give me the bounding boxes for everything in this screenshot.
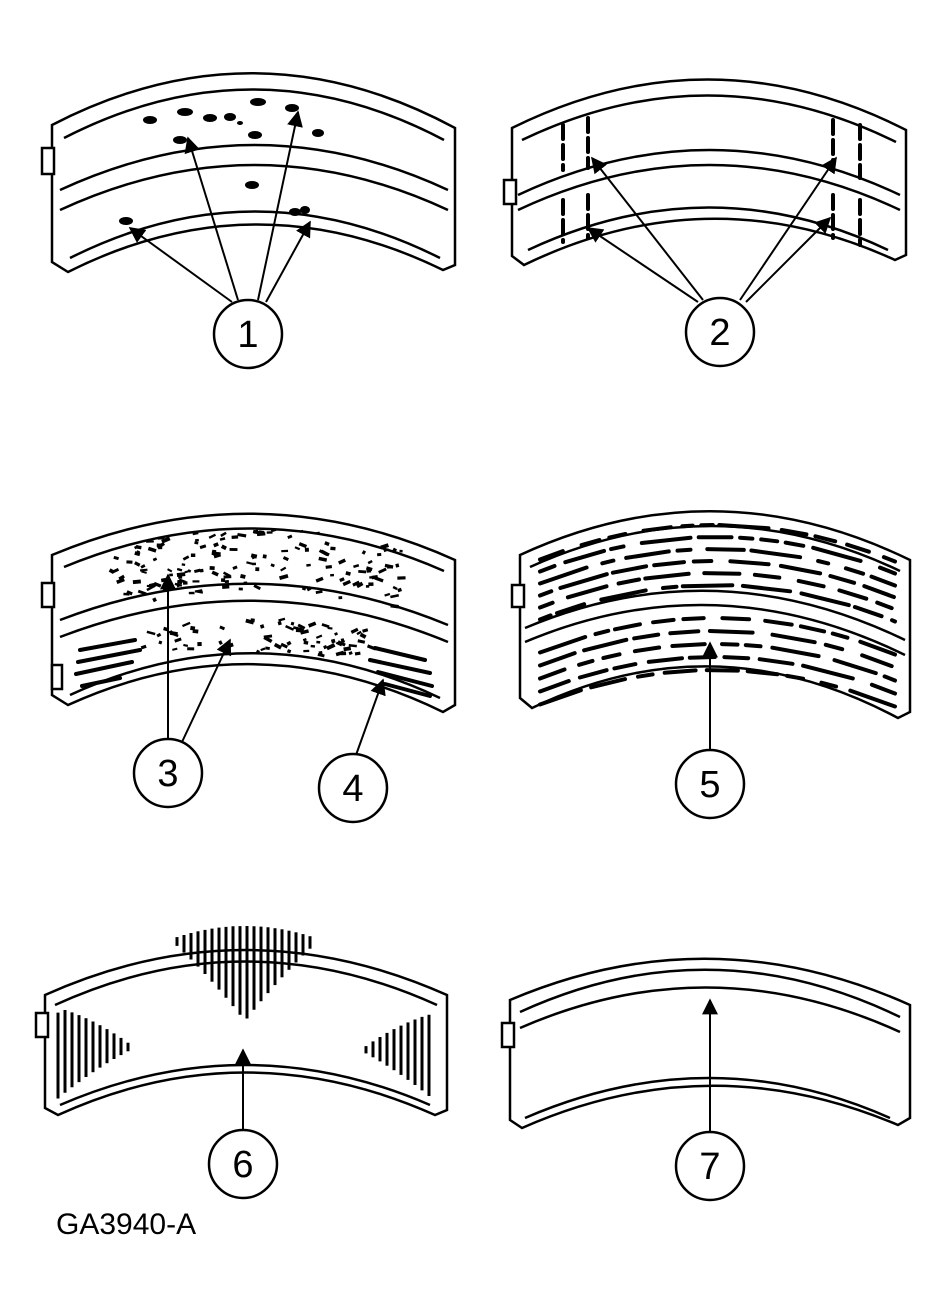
bearing-3-4-arrows (160, 573, 386, 756)
bearing-7-tab (500, 1021, 516, 1049)
bearing-2-groove (517, 148, 901, 212)
svg-text:6: 6 (232, 1144, 253, 1186)
bearing-2 (502, 78, 908, 267)
svg-text:4: 4 (342, 768, 363, 810)
bearing-2-top-edge (521, 94, 897, 144)
callout-4: 4 (317, 752, 389, 824)
bearing-2-lower-edge (527, 206, 889, 252)
bearing-1-top-edge (63, 88, 445, 142)
bearing-1-arrows (128, 110, 311, 303)
bearing-1-groove (59, 143, 449, 212)
bearing-3-4 (40, 512, 457, 714)
bearing-1-pits (119, 98, 324, 225)
bearing-1 (40, 72, 457, 274)
bearing-3-top-edge (63, 527, 445, 573)
bearing-2-arrows (586, 156, 837, 303)
bearing-7 (500, 957, 912, 1130)
bearing-5-wipe-marks (538, 523, 897, 709)
callout-1: 1 (212, 298, 284, 370)
bearing-6 (34, 948, 449, 1117)
bearing-6-wear-pattern (56, 926, 431, 1099)
bearing-5-tab (510, 583, 526, 609)
bearing-3-outline (50, 512, 457, 714)
callout-6: 6 (207, 1128, 279, 1200)
svg-text:5: 5 (699, 764, 720, 806)
bearing-3-lower-edge (69, 652, 441, 700)
svg-text:1: 1 (237, 314, 258, 356)
bearing-5-outline (518, 509, 912, 720)
bearing-3-tab-lower (50, 663, 64, 691)
bearing-4-score-lines (74, 638, 434, 698)
svg-text:7: 7 (699, 1146, 720, 1188)
figure-code: GA3940-A (56, 1208, 197, 1241)
bearing-7-lower-edge (524, 1076, 891, 1120)
bearing-3-tab (40, 581, 56, 609)
callout-5: 5 (674, 748, 746, 820)
bearing-6-lower-edge (59, 1063, 431, 1107)
bearing-1-lower-edge (69, 210, 441, 260)
bearing-2-tab (502, 178, 518, 206)
bearing-7-top-edge (519, 968, 901, 1019)
svg-text:2: 2 (709, 312, 730, 354)
bearing-5-top-edge (529, 524, 901, 573)
callout-2: 2 (684, 296, 756, 368)
bearing-1-tab (40, 146, 56, 176)
bearing-7-inner-line (519, 986, 901, 1034)
svg-text:3: 3 (157, 753, 178, 795)
bearing-6-tab (34, 1011, 50, 1039)
callout-3: 3 (132, 737, 204, 809)
bearing-5-groove (524, 589, 906, 657)
bearing-6-outline (43, 948, 449, 1117)
bearing-2-outline (510, 78, 908, 267)
callout-7: 7 (674, 1130, 746, 1202)
bearing-2-scratches (561, 116, 862, 247)
